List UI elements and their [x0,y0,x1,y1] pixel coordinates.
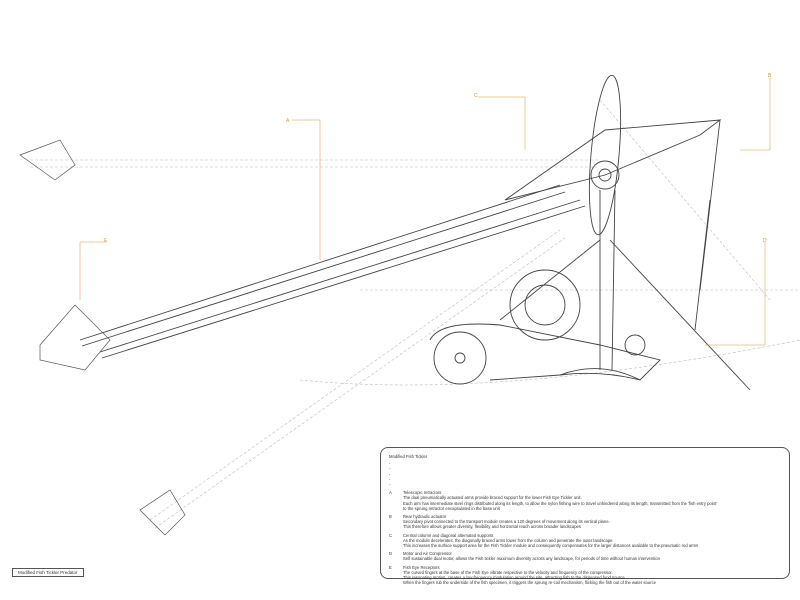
main-arms [79,74,751,391]
callout-d: D [763,238,767,244]
entry-key: B [389,514,392,520]
callout-c: C [474,93,478,99]
entry-key: C [389,532,393,538]
entry-line: This therefore allows greater diversity,… [403,524,581,530]
legend-dash: - [389,482,391,488]
entry-heading: Rear hydraulic actuator [403,514,447,520]
callout-a: A [286,118,290,124]
callout-b: B [768,73,772,79]
callout-e: E [104,238,108,244]
entry-body: Central column and diagonal alternated s… [403,533,698,549]
legend-dash: - [389,461,391,467]
entry-key: D [389,551,393,557]
fish-eye-receptors [19,139,186,536]
entry-heading: Telescopic retractors [403,490,442,496]
entry-line: The curved fingers at the base of the Fi… [403,569,613,575]
entry-line: Self sustainable dual motor, allows the … [403,556,660,562]
entry-heading: Fish Eye Receptors [403,564,440,570]
entry-line: Each arm has intermediate steel rings di… [403,500,717,506]
legend-entry: C Central column and diagonal alternated … [389,533,781,549]
entry-key: A [389,490,392,496]
legend-box: Modified Fish Tickler - - - - - A Telesco… [380,447,790,585]
entry-line: Secondary pivot connected to the transpo… [403,519,610,525]
entry-line: to the sprung retractor encapsulated in … [403,505,500,511]
entry-heading: Motor and Air Compressor [403,551,452,557]
entry-line: This resonating motion, creates a low fr… [403,575,626,581]
legend-dash: - [389,476,391,482]
entry-heading: Central column and diagonal alternated s… [403,532,494,538]
legend-dash: - [389,471,391,477]
legend-dash: - [389,466,391,472]
entry-line: This increases the surface support area … [403,543,699,549]
ghost-arms [30,99,800,529]
entry-line: When the fingers rub the underside of th… [403,580,657,586]
entry-line: The dual pneumatically actuated arms pro… [403,495,582,501]
entry-key: E [389,564,392,570]
callout-leaders [79,78,771,346]
legend-title: Modified Fish Tickler [389,454,428,459]
drawing-caption: Modified Fish Tickler Predator [12,568,84,577]
entry-line: As the module decelerates, the diagonall… [403,537,613,543]
